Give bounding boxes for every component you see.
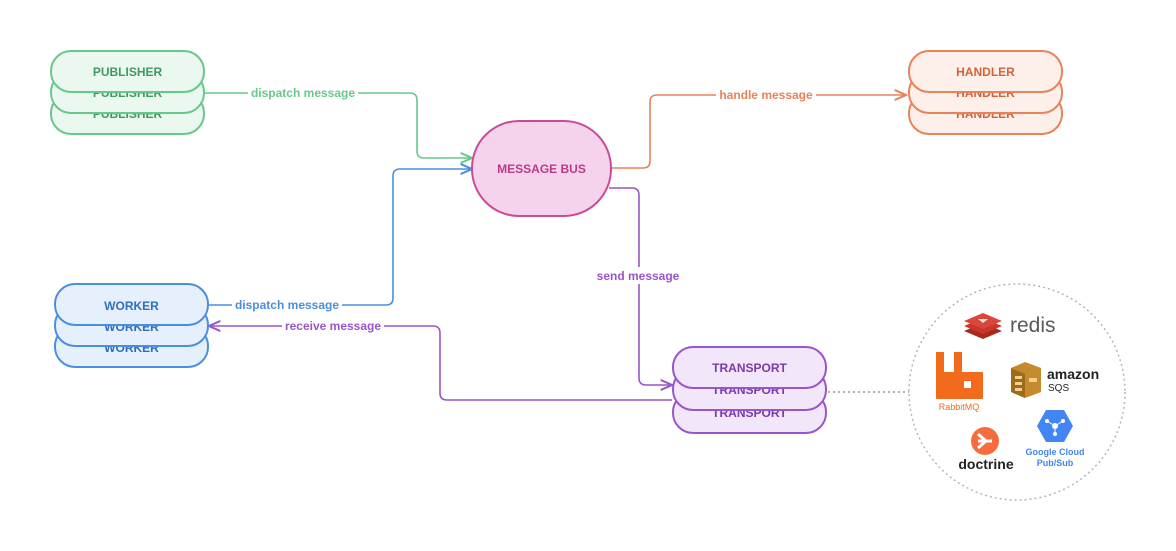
rabbitmq-icon [936, 352, 983, 399]
publisher-stack: PUBLISHER PUBLISHER PUBLISHER [50, 50, 205, 135]
message-bus-label: MESSAGE BUS [497, 162, 586, 176]
message-bus-node [471, 120, 612, 217]
worker-stack: WORKER WORKER WORKER [54, 283, 209, 368]
doctrine-icon [971, 427, 999, 455]
transport-node [672, 346, 827, 389]
gcloud-label-line1: Google Cloud [1026, 447, 1085, 457]
worker-dispatch-edge [208, 169, 472, 306]
receive-message-label: receive message [285, 319, 381, 333]
amazon-sqs-icon [1011, 362, 1041, 398]
handler-label: HANDLER [956, 65, 1015, 79]
handler-node [908, 50, 1063, 93]
worker-node [54, 283, 209, 326]
send-message-label: send message [597, 269, 680, 283]
gcloud-label-line2: Pub/Sub [1037, 458, 1074, 468]
worker-label: WORKER [104, 299, 159, 313]
doctrine-label: doctrine [958, 456, 1013, 472]
publisher-node [50, 50, 205, 93]
transport-label: TRANSPORT [712, 361, 787, 375]
publisher-label: PUBLISHER [93, 65, 163, 79]
handle-message-label: handle message [719, 88, 813, 102]
handler-stack: HANDLER HANDLER HANDLER [908, 50, 1063, 135]
redis-icon [964, 313, 1002, 339]
redis-label: redis [1010, 314, 1056, 337]
worker-dispatch-label: dispatch message [235, 298, 339, 312]
message-bus: MESSAGE BUS [471, 120, 612, 217]
amazon-label: amazon [1047, 366, 1099, 382]
publisher-dispatch-label: dispatch message [251, 86, 355, 100]
receive-message-edge [209, 326, 672, 401]
rabbitmq-label: RabbitMQ [939, 402, 980, 412]
sqs-label: SQS [1048, 383, 1069, 394]
transport-providers: redis RabbitMQ amazon SQS doctrine [908, 283, 1126, 501]
send-message-edge [609, 187, 672, 385]
handle-message-edge [611, 95, 906, 169]
publisher-dispatch-edge [204, 92, 472, 158]
transport-stack: TRANSPORT TRANSPORT TRANSPORT [672, 346, 827, 434]
google-pubsub-icon [1037, 410, 1073, 442]
